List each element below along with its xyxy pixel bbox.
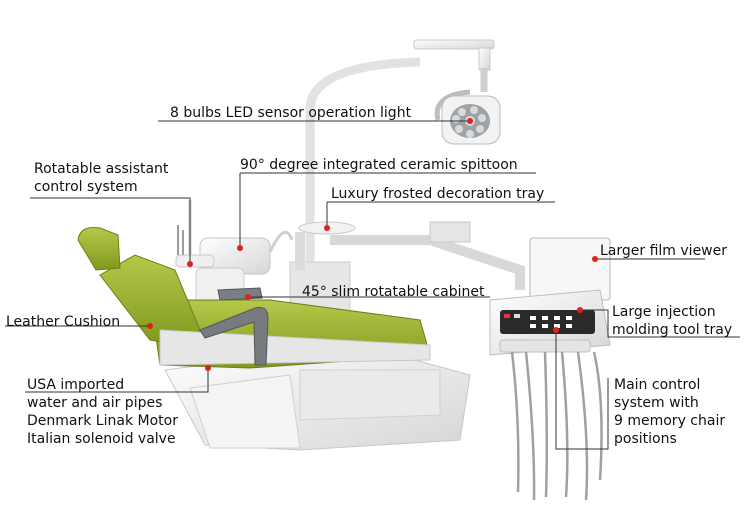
label-decoration-tray: Luxury frosted decoration tray — [331, 186, 545, 202]
label-base-components: USA imported water and air pipes Denmark… — [27, 376, 178, 448]
armrest — [199, 307, 269, 366]
label-line: molding tool tray — [612, 322, 733, 338]
label-film-viewer: Larger film viewer — [600, 243, 727, 259]
leather-cushion — [77, 227, 431, 369]
leader-lines — [5, 120, 740, 450]
label-line: positions — [614, 431, 677, 447]
label-leather-cushion: Leather Cushion — [6, 314, 121, 330]
label-line: 9 memory chair — [614, 413, 726, 429]
label-cabinet: 45° slim rotatable cabinet — [302, 284, 485, 300]
assistant-control — [175, 200, 215, 268]
label-line: USA imported — [27, 377, 125, 393]
label-line: water and air pipes — [27, 395, 163, 411]
doctor-unit — [489, 237, 611, 501]
label-line: Large injection — [612, 304, 716, 320]
label-tool-tray: Large injection molding tool tray — [612, 303, 732, 339]
label-line: control system — [34, 179, 138, 195]
label-assistant-control: Rotatable assistant control system — [34, 160, 168, 196]
label-line: Italian solenoid valve — [27, 431, 176, 447]
label-line: Denmark Linak Motor — [27, 413, 178, 429]
label-line: Rotatable assistant — [34, 161, 169, 177]
label-operation-light: 8 bulbs LED sensor operation light — [170, 105, 412, 121]
ceramic-spittoon — [195, 230, 294, 309]
label-line: system with — [614, 395, 699, 411]
label-line: Main control — [614, 377, 701, 393]
label-main-control: Main control system with 9 memory chair … — [614, 376, 725, 448]
red-markers — [147, 118, 598, 371]
instrument-arm — [330, 235, 525, 290]
label-spittoon: 90° degree integrated ceramic spittoon — [240, 157, 518, 173]
